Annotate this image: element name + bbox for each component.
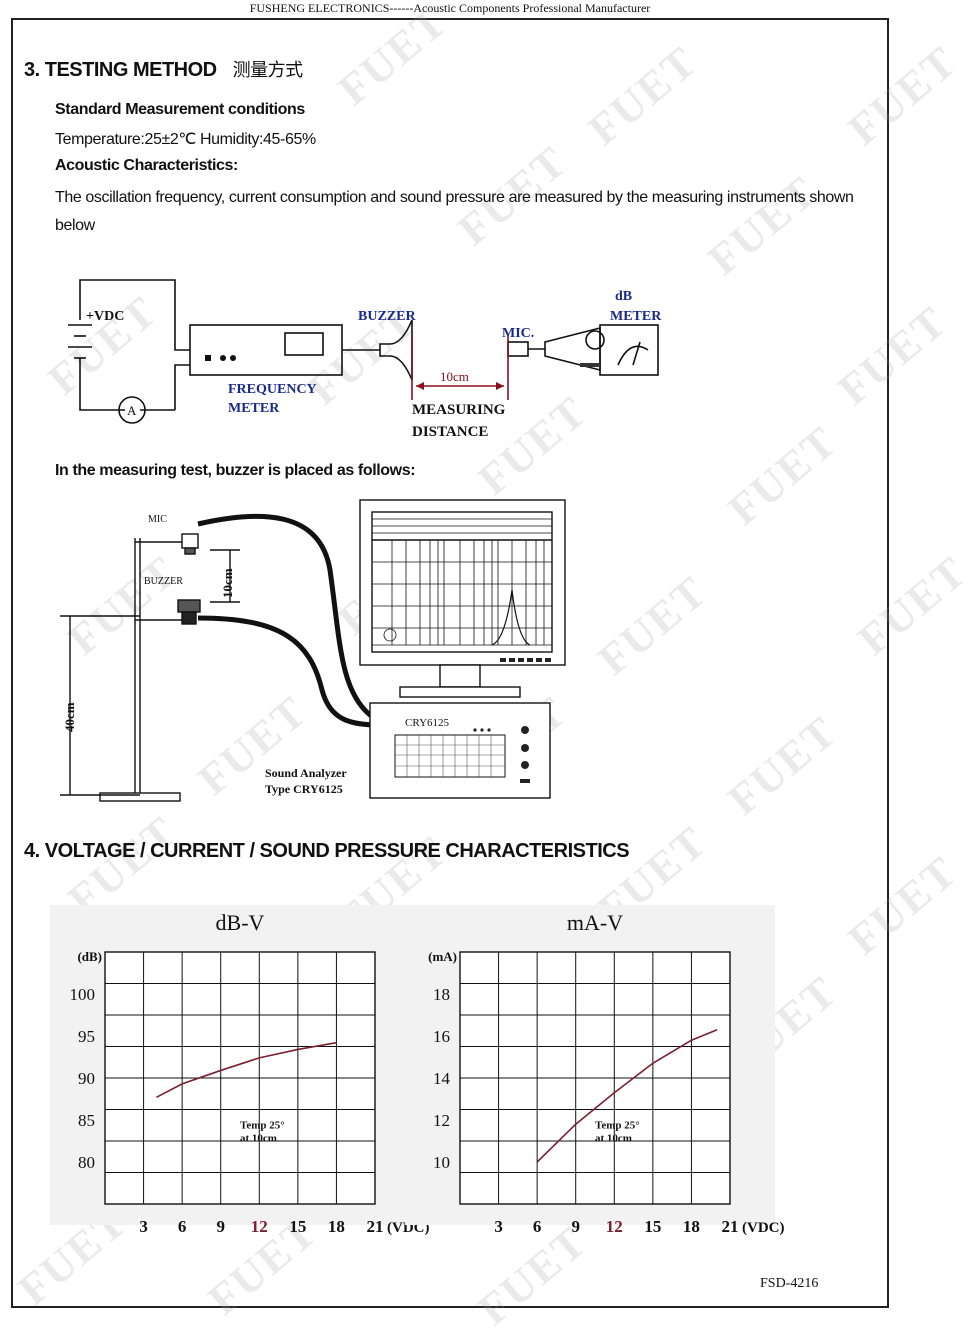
x-tick-label: 21 [367,1217,384,1236]
x-tick-label: 12 [251,1217,268,1236]
acoustic-text: The oscillation frequency, current consu… [55,189,854,234]
y-tick-label: 100 [70,985,96,1004]
section-3-title-cn: 测量方式 [232,60,304,81]
db-meter-label-1: dB [615,289,632,304]
x-tick-label: 15 [289,1217,306,1236]
chart-annotation: Temp 25° [595,1119,640,1131]
chart-title: mA-V [567,910,623,935]
x-tick-label: 21 [722,1217,739,1236]
mic-label: MIC. [502,326,534,341]
x-axis-label: (VDC) [742,1220,785,1236]
y-tick-label: 90 [78,1069,95,1088]
section-3-title: 3. TESTING METHOD 测量方式 [24,56,303,82]
x-tick-label: 12 [606,1217,623,1236]
y-tick-label: 10 [433,1153,450,1172]
measuring-distance-label-2: DISTANCE [412,424,488,440]
x-tick-label: 6 [178,1217,187,1236]
x-tick-label: 3 [139,1217,148,1236]
x-tick-label: 15 [644,1217,661,1236]
setup-mic-label: MIC [148,514,167,525]
x-tick-label: 18 [328,1217,345,1236]
acoustic-heading: Acoustic Characteristics: [55,157,238,174]
section-3-title-en: 3. TESTING METHOD [24,59,217,81]
page-header: FUSHENG ELECTRONICS------Acoustic Compon… [249,1,651,15]
ammeter-label: A [127,403,137,418]
series-line [156,1041,337,1099]
measuring-distance-label-1: MEASURING [412,402,506,418]
analyzer-label-1: Sound Analyzer [265,766,347,780]
chart-title: dB-V [216,910,265,935]
analyzer-label-2: Type CRY6125 [265,782,343,796]
frequency-meter-label-2: METER [228,401,280,416]
chart-annotation: Temp 25° [240,1119,285,1131]
ma-v-chart: mA-V (mA) 10 12 14 16 18 3 6 9 12 15 18 21(VDC) Temp 2… [405,905,785,1236]
document-code: FSD-4216 [760,1276,819,1291]
conditions-text: Temperature:25±2℃ Humidity:45-65% [55,131,316,148]
y-tick-label: 16 [433,1027,450,1046]
section-4-title: 4. VOLTAGE / CURRENT / SOUND PRESSURE CH… [24,840,630,862]
x-tick-label: 9 [571,1217,580,1236]
y-tick-label: 12 [433,1111,450,1130]
placement-heading: In the measuring test, buzzer is placed … [55,462,416,479]
series-line [536,1028,718,1163]
x-tick-label: 9 [216,1217,225,1236]
y-axis-label: (mA) [428,949,457,964]
page-frame [11,18,889,1308]
test-setup-diagram: MIC BUZZER 10cm 40cm CRY6125 Sound Analy… [60,499,566,802]
setup-buzzer-label: BUZZER [144,576,183,587]
x-tick-label: 18 [683,1217,700,1236]
analyzer-model-label: CRY6125 [405,717,450,729]
x-tick-label: 3 [494,1217,503,1236]
x-tick-label: 6 [533,1217,542,1236]
db-meter-label-2: METER [610,309,662,324]
y-tick-label: 85 [78,1111,95,1130]
conditions-heading: Standard Measurement conditions [55,101,305,118]
frequency-meter-label-1: FREQUENCY [228,382,317,397]
y-tick-label: 18 [433,985,450,1004]
distance-label: 10cm [440,369,469,384]
chart-annotation: at 10cm [240,1132,277,1144]
buzzer-label: BUZZER [358,309,416,324]
y-axis-label: (dB) [77,949,102,964]
y-tick-label: 14 [433,1069,451,1088]
measurement-circuit-diagram: +VDC A FREQUENCY METER BUZZER 10cm MEASU… [68,279,662,440]
setup-gap-label: 10cm [220,568,235,598]
setup-height-label: 40cm [62,702,77,732]
y-tick-label: 80 [78,1153,95,1172]
chart-annotation: at 10cm [595,1132,632,1144]
y-tick-label: 95 [78,1027,95,1046]
vdc-label: +VDC [86,309,124,324]
